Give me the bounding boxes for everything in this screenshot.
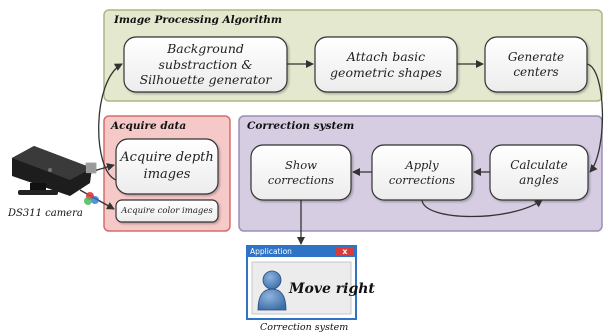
group-title-correction: Correction system	[247, 120, 355, 132]
arrow-apply-loop	[421, 199, 543, 218]
window-close-button-bg	[336, 247, 354, 256]
person-icon	[257, 270, 287, 311]
depth-pattern-icon	[85, 162, 97, 174]
window-caption: Correction system	[260, 322, 349, 333]
application-window	[246, 245, 357, 320]
window-title: Application	[250, 247, 292, 256]
node-color-box	[115, 199, 219, 223]
group-title-acquire: Acquire data	[111, 120, 187, 132]
camera-label: DS311 camera	[8, 208, 83, 219]
node-color: Acquire color images	[121, 205, 213, 216]
node-depth-box	[115, 138, 219, 195]
arrow-depth-to-background	[98, 63, 123, 181]
node-show: Show corrections	[267, 158, 335, 187]
node-centers: Generate centers	[507, 49, 565, 79]
node-background: Background substraction & Silhouette gen…	[139, 41, 272, 88]
window-message: Move right	[289, 281, 375, 297]
node-shapes: Attach basic geometric shapes	[330, 48, 442, 80]
node-angles: Calculate angles	[510, 157, 568, 187]
group-title-image-processing: Image Processing Algorithm	[114, 14, 283, 26]
rgb-circles-icon	[84, 192, 99, 205]
arrow-centers-to-angles	[586, 63, 604, 173]
node-depth: Acquire depth images	[120, 150, 214, 182]
window-close-button[interactable]: x	[342, 247, 348, 256]
camera-icon	[12, 146, 92, 196]
node-apply: Apply corrections	[388, 158, 456, 187]
